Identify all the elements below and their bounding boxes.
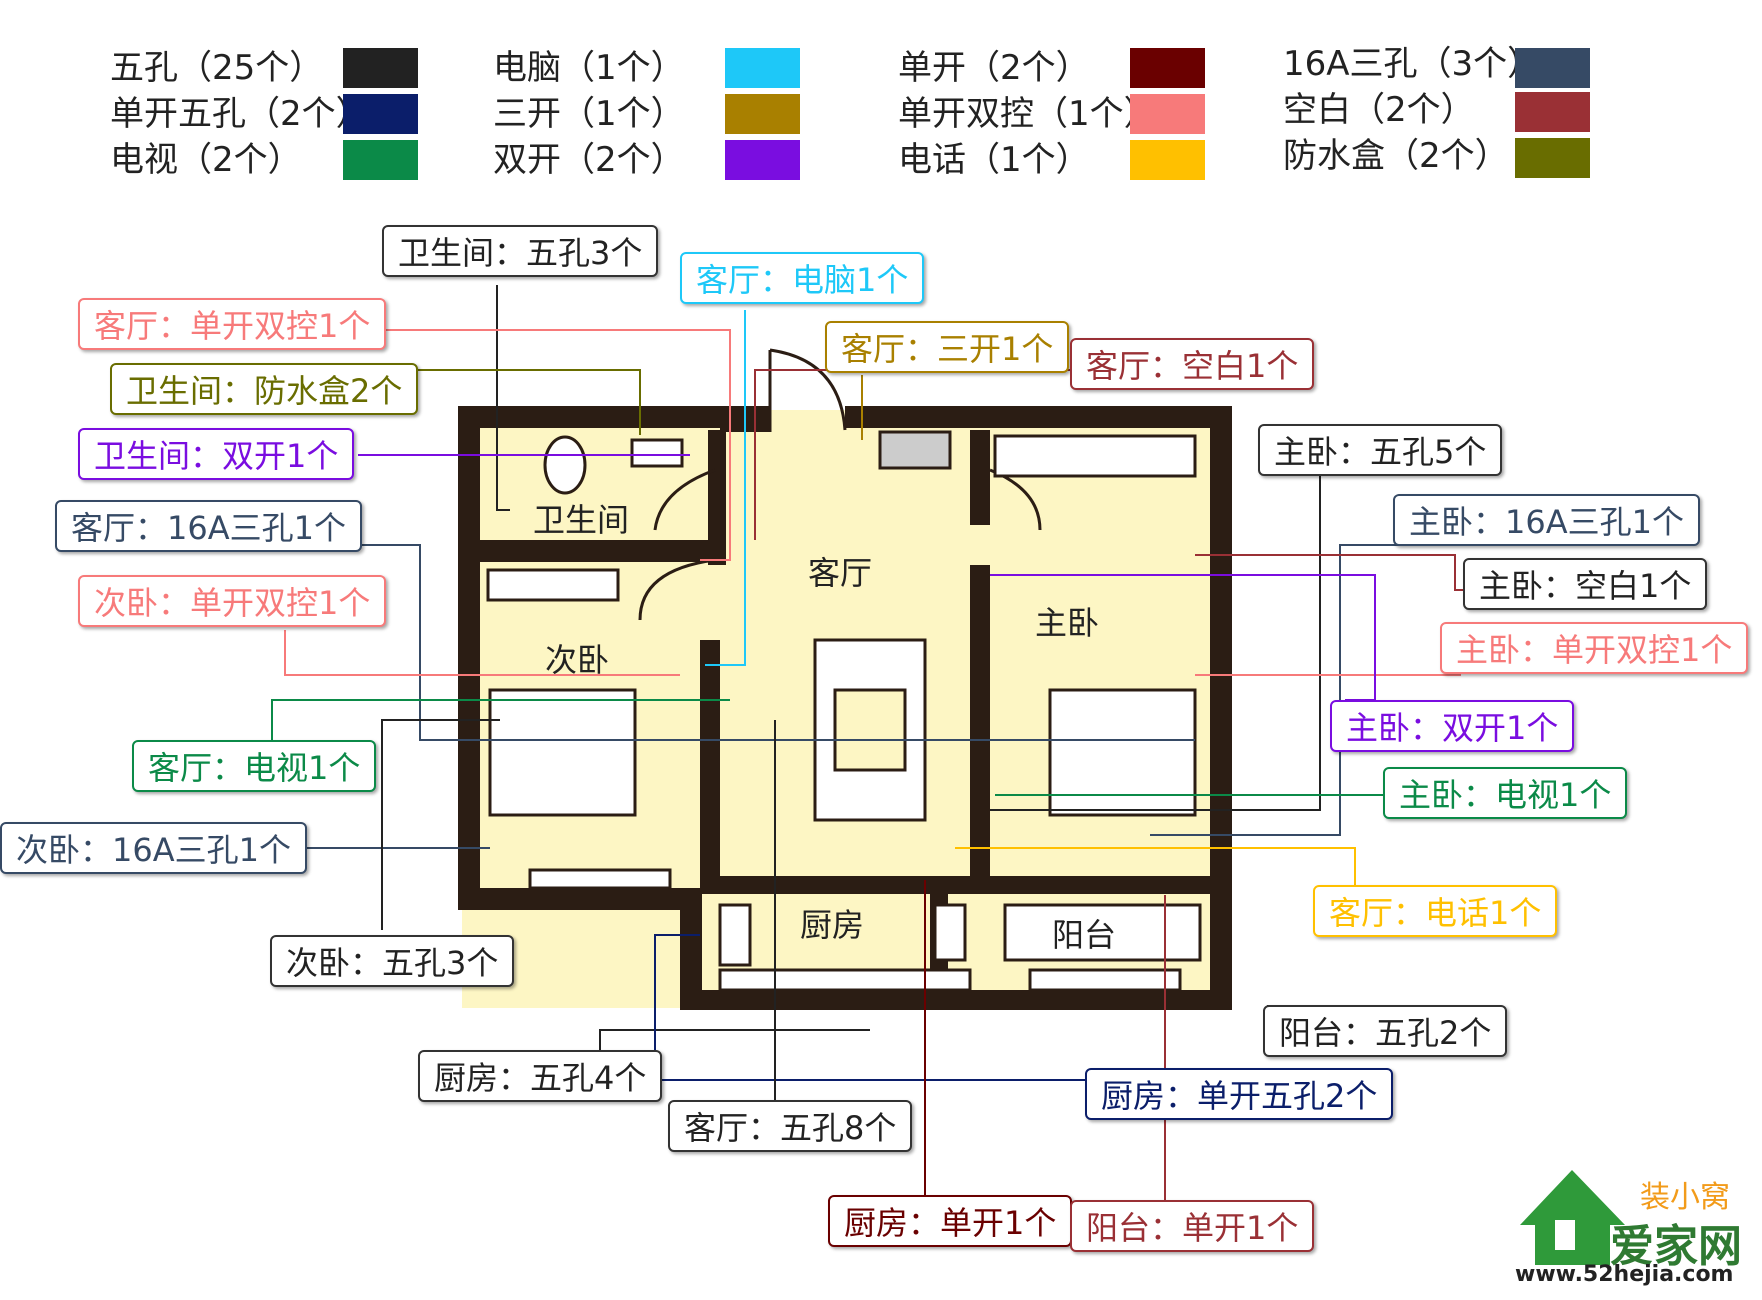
- callout-second-five-hole: 次卧：五孔3个: [270, 935, 515, 987]
- callout-living-blank: 客厅：空白1个: [1070, 338, 1315, 390]
- callout-living-phone: 客厅：电话1个: [1313, 885, 1558, 937]
- callout-master-five-hole: 主卧：五孔5个: [1258, 424, 1503, 476]
- legend-swatch: [725, 140, 800, 180]
- legend-swatch: [343, 140, 418, 180]
- legend-label: 三开（1个）: [493, 94, 685, 134]
- callout-kitchen-single-five-hole: 厨房：单开五孔2个: [1085, 1068, 1394, 1120]
- callout-bath-double-switch: 卫生间：双开1个: [78, 428, 355, 480]
- legend-swatch: [1130, 48, 1205, 88]
- floor-plan: [458, 348, 1232, 1010]
- legend-swatch: [343, 94, 418, 134]
- legend-swatch: [343, 48, 418, 88]
- callout-living-triple-switch: 客厅：三开1个: [825, 321, 1070, 373]
- legend-label: 单开双控（1个）: [898, 94, 1158, 134]
- legend-label: 单开五孔（2个）: [110, 94, 370, 134]
- legend-label: 电脑（1个）: [493, 48, 685, 88]
- legend-label: 空白（2个）: [1283, 90, 1475, 130]
- callout-second-16a: 次卧：16A三孔1个: [0, 822, 307, 874]
- callout-kitchen-single-switch: 厨房：单开1个: [828, 1195, 1073, 1247]
- legend-swatch: [1515, 48, 1590, 88]
- callout-master-tv: 主卧：电视1个: [1383, 767, 1628, 819]
- legend-label: 电话（1个）: [898, 140, 1090, 180]
- callout-bath-waterproof-box: 卫生间：防水盒2个: [110, 363, 419, 415]
- logo-subtitle: 装小窝: [1640, 1180, 1730, 1215]
- legend-swatch: [1130, 140, 1205, 180]
- callout-master-single-dual-control: 主卧：单开双控1个: [1440, 622, 1749, 674]
- room-label-kitchen: 厨房: [800, 906, 865, 944]
- callout-second-single-dual-control: 次卧：单开双控1个: [78, 575, 387, 627]
- callout-living-single-dual-control: 客厅：单开双控1个: [78, 298, 387, 350]
- legend-swatch: [1515, 138, 1590, 178]
- room-label-balcony: 阳台: [1052, 916, 1117, 954]
- callout-kitchen-five-hole: 厨房：五孔4个: [418, 1050, 663, 1102]
- house-logo-icon: [1520, 1170, 1625, 1265]
- callout-master-double-switch: 主卧：双开1个: [1330, 700, 1575, 752]
- room-label-living-room: 客厅: [808, 554, 873, 592]
- room-label-bathroom: 卫生间: [533, 501, 630, 539]
- callout-living-computer: 客厅：电脑1个: [680, 252, 925, 304]
- legend-label: 单开（2个）: [898, 48, 1090, 88]
- callout-living-16a: 客厅：16A三孔1个: [55, 500, 362, 552]
- logo-brand: 爱家网: [1610, 1221, 1742, 1272]
- legend-swatch: [725, 94, 800, 134]
- callout-living-tv: 客厅：电视1个: [132, 740, 377, 792]
- room-label-master-bedroom: 主卧: [1035, 604, 1100, 642]
- legend-label: 电视（2个）: [110, 140, 302, 180]
- callout-balcony-five-hole: 阳台：五孔2个: [1263, 1005, 1508, 1057]
- callout-balcony-single-switch: 阳台：单开1个: [1070, 1200, 1315, 1252]
- legend-label: 五孔（25个）: [110, 48, 324, 88]
- legend-label: 防水盒（2个）: [1283, 136, 1509, 176]
- callout-master-16a: 主卧：16A三孔1个: [1393, 494, 1700, 546]
- callout-living-five-hole: 客厅：五孔8个: [668, 1100, 913, 1152]
- legend-label: 16A三孔（3个）: [1283, 44, 1542, 84]
- logo-url: www.52hejia.com: [1515, 1262, 1734, 1287]
- callout-bath-five-hole: 卫生间：五孔3个: [382, 225, 659, 277]
- callout-master-blank: 主卧：空白1个: [1463, 558, 1708, 610]
- room-label-second-bedroom: 次卧: [545, 641, 610, 679]
- legend-swatch: [1515, 92, 1590, 132]
- legend-swatch: [725, 48, 800, 88]
- legend-swatch: [1130, 94, 1205, 134]
- legend-label: 双开（2个）: [493, 140, 685, 180]
